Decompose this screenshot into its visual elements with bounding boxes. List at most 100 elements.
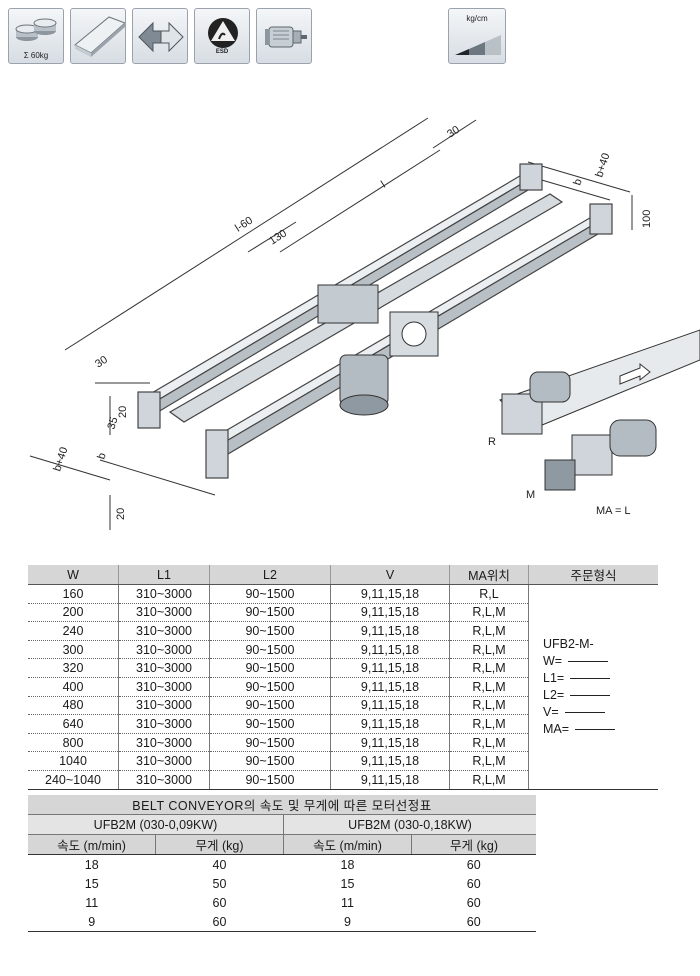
cell-ma: R,L,M (449, 640, 529, 660)
cell-speed-1: 9 (28, 912, 156, 932)
order-format-title: UFB2-M- (543, 636, 594, 651)
dim-30-top: 30 (445, 124, 462, 141)
cell-l2: 90~1500 (209, 714, 331, 734)
cell-weight-2: 60 (466, 895, 481, 910)
cell-l1: 310~3000 (118, 640, 210, 660)
table-row: 320 310~3000 90~1500 9,11,15,18 R,L,M (28, 658, 658, 678)
col-header-speed-2: 속도 (m/min) (283, 834, 412, 855)
col-header-speed-1: 속도 (m/min) (28, 834, 156, 855)
dim-20-a: 20 (115, 508, 127, 520)
cell-speed-2: 11 (341, 895, 354, 910)
dim-130: 130 (267, 227, 289, 247)
dim-30-left: 30 (93, 354, 110, 371)
cell-l2: 90~1500 (209, 621, 331, 641)
detail-label-ma: MA = L (596, 505, 631, 517)
motor-group-009kw: UFB2M (030-0,09KW) (28, 814, 284, 835)
order-field-l1-label: L1= (543, 670, 565, 685)
cell-w: 300 (28, 640, 119, 660)
cell-l1: 310~3000 (118, 584, 210, 604)
cell-l1: 310~3000 (118, 658, 210, 678)
cell-v: 9,11,15,18 (330, 677, 450, 697)
order-field-l2-label: L2= (543, 687, 565, 702)
order-field-v-label: V= (543, 704, 559, 719)
order-field-ma: MA= (543, 721, 658, 738)
cell-l1: 310~3000 (118, 603, 210, 623)
dim-35: 35 (105, 416, 120, 431)
col-header-l1: L1 (118, 565, 210, 585)
table-row: 240~1040 310~3000 90~1500 9,11,15,18 R,L… (28, 770, 658, 790)
cell-l1: 310~3000 (118, 677, 210, 697)
col-header-weight-1: 무게 (kg) (155, 834, 284, 855)
table-row: 800 310~3000 90~1500 9,11,15,18 R,L,M (28, 733, 658, 753)
esd-warning-icon: ESD (194, 8, 250, 64)
cell-speed-2: 18 (340, 857, 355, 872)
dim-20-b: 20 (117, 406, 129, 418)
cell-w: 400 (28, 677, 119, 697)
cell-weight-1: 60 (155, 912, 284, 932)
cell-w: 800 (28, 733, 119, 753)
cell-l2: 90~1500 (209, 751, 331, 771)
table-row: 200 310~3000 90~1500 9,11,15,18 R,L,M (28, 603, 658, 623)
order-blank-v (564, 711, 605, 713)
table-row: 11 60 11 60 (28, 893, 536, 912)
cell-v: 9,11,15,18 (330, 603, 450, 623)
cell-w: 240~1040 (28, 770, 119, 790)
col-header-order: 주문형식 (528, 565, 658, 585)
cell-v: 9,11,15,18 (330, 770, 450, 790)
cell-ma: R,L,M (449, 603, 529, 623)
order-blank-l2 (570, 694, 611, 696)
cell-w: 240 (28, 621, 119, 641)
load-rating-caption: kg/cm (466, 14, 488, 23)
cell-speed-2: 15 (340, 876, 355, 891)
order-field-l1: L1= (543, 670, 658, 687)
cell-l1: 310~3000 (118, 696, 210, 716)
order-field-w: W= (543, 653, 658, 670)
cell-l2: 90~1500 (209, 584, 331, 604)
dim-l-60: l-60 (233, 214, 255, 234)
cell-l2: 90~1500 (209, 603, 331, 623)
cell-l2: 90~1500 (209, 733, 331, 753)
cell-l2: 90~1500 (209, 677, 331, 697)
cell-ma: R,L,M (449, 733, 529, 753)
cell-speed-1: 11 (85, 895, 99, 910)
cell-weight-1: 50 (212, 876, 227, 891)
cell-v: 9,11,15,18 (330, 584, 450, 604)
order-format: UFB2-M- W= L1= L2= V= MA= (528, 584, 658, 790)
esd-caption: ESD (215, 49, 229, 55)
table-row: 300 310~3000 90~1500 9,11,15,18 R,L,M (28, 640, 658, 660)
col-header-ma: MA위치 (449, 565, 529, 585)
bidirectional-arrow-icon (132, 8, 188, 64)
col-header-v: V (330, 565, 450, 585)
cell-l1: 310~3000 (118, 770, 210, 790)
cell-ma: R,L,M (449, 770, 529, 790)
table-row: 400 310~3000 90~1500 9,11,15,18 R,L,M (28, 677, 658, 697)
order-blank-w (568, 660, 609, 662)
cell-v: 9,11,15,18 (330, 733, 450, 753)
table-row: 9 60 9 60 (28, 912, 536, 932)
dim-l: l (379, 179, 388, 190)
motor-selection-table: BELT CONVEYOR의 속도 및 무게에 따른 모터선정표 UFB2M (… (28, 795, 536, 932)
col-header-w: W (28, 565, 119, 585)
dim-b-top: b (571, 177, 584, 187)
cell-l2: 90~1500 (209, 658, 331, 678)
cell-v: 9,11,15,18 (330, 621, 450, 641)
cell-weight-1: 40 (212, 857, 227, 872)
cell-l1: 310~3000 (118, 714, 210, 734)
load-weights-icon: Σ 60kg (8, 8, 64, 64)
cell-v: 9,11,15,18 (330, 714, 450, 734)
detail-label-r: R (488, 436, 496, 448)
col-header-l2: L2 (209, 565, 331, 585)
dim-b-plus-40-bottom: b+40 (51, 446, 70, 473)
cell-ma: R,L,M (449, 677, 529, 697)
cell-ma: R,L,M (449, 714, 529, 734)
spec-table: W L1 L2 V MA위치 주문형식 160 310~3000 90~1500… (28, 565, 658, 790)
detail-label-m: M (526, 489, 535, 501)
motor-table-title: BELT CONVEYOR의 속도 및 무게에 따른 모터선정표 (28, 795, 536, 815)
order-field-v: V= (543, 704, 658, 721)
load-capacity-caption: Σ 60kg (23, 51, 49, 60)
cell-l2: 90~1500 (209, 640, 331, 660)
dim-b-bottom: b (95, 451, 108, 461)
motor-icon (256, 8, 312, 64)
cell-weight-2: 60 (466, 876, 481, 891)
table-row: 640 310~3000 90~1500 9,11,15,18 R,L,M (28, 714, 658, 734)
